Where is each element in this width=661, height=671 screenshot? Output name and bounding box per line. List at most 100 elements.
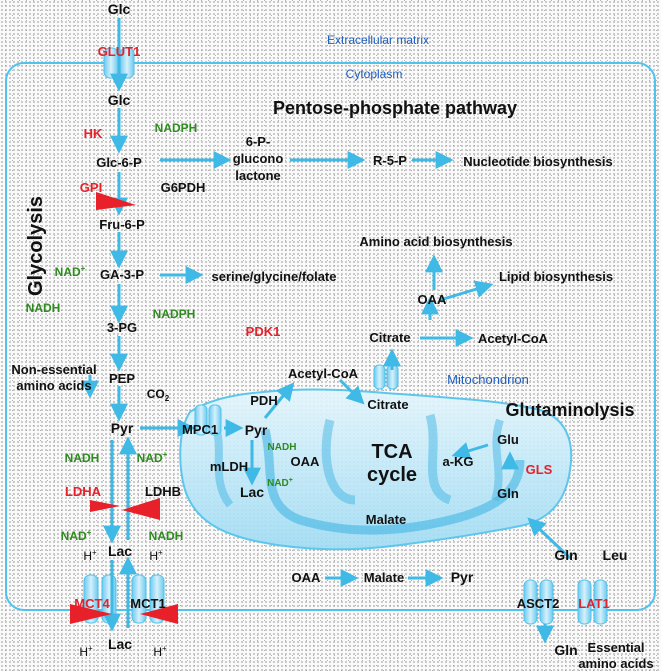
cofactor-nad-glycolysis-text: NAD <box>55 265 81 279</box>
metabolite-glc: Glc <box>108 92 131 108</box>
cofactor-nadph-serine: NADPH <box>153 307 196 321</box>
proton-right-extra-h: H <box>153 645 162 659</box>
cofactor-nadh-ldhb: NADH <box>149 529 184 543</box>
metabolite-lac: Lac <box>108 543 132 559</box>
metabolite-malate-mito: Malate <box>366 512 406 527</box>
metabolite-co2: CO2 <box>147 387 170 403</box>
metabolite-6p-line3: lactone <box>235 168 281 183</box>
metabolite-fru-6-p: Fru-6-P <box>99 217 145 232</box>
cofactor-nadh-ldha: NADH <box>65 451 100 465</box>
inhibitor-wedges <box>70 192 178 624</box>
metabolite-r-5-p: R-5-P <box>373 153 407 168</box>
cofactor-nadh-mito: NADH <box>268 442 297 453</box>
co2-main: CO <box>147 387 165 401</box>
co2-subscript: 2 <box>165 394 170 403</box>
cofactor-nad-ldha-text: NAD <box>61 529 87 543</box>
enzyme-mct1: MCT1 <box>130 596 165 611</box>
enzyme-gls: GLS <box>526 462 553 477</box>
citrate-transporter <box>373 364 399 390</box>
metabolite-glc-6-p: Glc-6-P <box>96 155 142 170</box>
metabolite-leu: Leu <box>603 547 628 563</box>
metabolite-oaa-mito: OAA <box>291 454 321 469</box>
cofactor-nad-glycolysis-plus: + <box>81 264 86 273</box>
cofactor-nad-ldhb-plus: + <box>163 450 168 459</box>
output-nonessential-line2: amino acids <box>16 378 91 393</box>
proton-right-extra-plus: + <box>162 644 167 653</box>
cofactor-nad-ldha: NAD+ <box>61 528 92 543</box>
cofactor-nad-mito-text: NAD <box>267 478 289 489</box>
cofactor-nad-ldha-plus: + <box>87 528 92 537</box>
metabolite-3-pg: 3-PG <box>107 320 137 335</box>
proton-left-extra: H+ <box>79 644 93 659</box>
output-amino-acid: Amino acid biosynthesis <box>359 234 512 249</box>
enzyme-ldhb: LDHB <box>145 484 181 499</box>
metabolite-glu: Glu <box>497 432 519 447</box>
tca-label-line2: cycle <box>367 464 417 486</box>
proton-left-cyto-plus: + <box>92 548 97 557</box>
cofactor-nad-mito: NAD+ <box>267 477 293 489</box>
lat1-transporter <box>577 579 608 625</box>
proton-left-cyto: H+ <box>83 548 97 563</box>
cofactor-nad-glycolysis: NAD+ <box>55 264 86 279</box>
tca-label-line1: TCA <box>371 441 412 463</box>
enzyme-asct2: ASCT2 <box>517 596 560 611</box>
region-cytoplasm: Cytoplasm <box>346 67 403 81</box>
metabolite-pyr: Pyr <box>111 420 134 436</box>
enzyme-glut1: GLUT1 <box>98 44 141 59</box>
enzyme-mct4: MCT4 <box>74 596 110 611</box>
proton-right-cyto: H+ <box>149 548 163 563</box>
flux-arrows <box>81 18 572 644</box>
metabolite-gln-cyto: Gln <box>554 547 577 563</box>
metabolite-glc-extracellular: Glc <box>108 1 131 17</box>
proton-left-extra-plus: + <box>88 644 93 653</box>
cell-membrane <box>5 62 656 611</box>
metabolite-malate-bottom: Malate <box>364 570 404 585</box>
enzyme-gpi: GPI <box>80 180 102 195</box>
enzyme-lat1: LAT1 <box>578 596 610 611</box>
proton-left-extra-h: H <box>79 645 88 659</box>
proton-right-cyto-plus: + <box>158 548 163 557</box>
enzyme-ldha: LDHA <box>65 484 102 499</box>
output-nonessential-line1: Non-essential <box>11 362 96 377</box>
region-extracellular: Extracellular matrix <box>327 33 429 47</box>
proton-left-cyto-h: H <box>83 549 92 563</box>
enzyme-mpc1: MPC1 <box>182 422 218 437</box>
enzyme-g6pdh: G6PDH <box>161 180 206 195</box>
mitochondrion <box>179 388 573 551</box>
pathway-ppp: Pentose-phosphate pathway <box>273 98 517 118</box>
metabolite-pyr-bottom: Pyr <box>451 569 474 585</box>
metabolite-acetyl-coa-mito: Acetyl-CoA <box>288 366 359 381</box>
proton-right-extra: H+ <box>153 644 167 659</box>
metabolite-serine: serine/glycine/folate <box>212 269 337 284</box>
enzyme-pdh: PDH <box>250 393 277 408</box>
metabolite-ga-3-p: GA-3-P <box>100 267 144 282</box>
metabolite-gln-extracellular: Gln <box>554 642 577 658</box>
metabolite-oaa-bottom: OAA <box>292 570 322 585</box>
cofactor-nad-ldhb-text: NAD <box>137 451 163 465</box>
proton-right-cyto-h: H <box>149 549 158 563</box>
cofactor-nadh-glycolysis: NADH <box>26 301 61 315</box>
cofactor-nad-ldhb: NAD+ <box>137 450 168 465</box>
pathway-glutaminolysis: Glutaminolysis <box>505 400 634 420</box>
metabolite-6p-line2: glucono <box>233 151 284 166</box>
enzyme-hk: HK <box>84 126 103 141</box>
output-essential-line1: Essential <box>587 640 644 655</box>
metabolite-lac-extracellular: Lac <box>108 636 132 652</box>
metabolite-citrate-cyto: Citrate <box>369 330 410 345</box>
metabolite-lac-mito: Lac <box>240 484 264 500</box>
metabolite-pep: PEP <box>109 371 135 386</box>
enzyme-pdk1: PDK1 <box>246 324 281 339</box>
metabolite-pyr-mito: Pyr <box>245 422 268 438</box>
metabolite-citrate-mito: Citrate <box>367 397 408 412</box>
output-nucleotide: Nucleotide biosynthesis <box>463 154 613 169</box>
region-mitochondrion: Mitochondrion <box>447 372 529 387</box>
metabolite-oaa-cyto: OAA <box>418 292 448 307</box>
enzyme-mldh: mLDH <box>210 459 248 474</box>
output-lipid: Lipid biosynthesis <box>499 269 613 284</box>
metabolite-gln-mito: Gln <box>497 486 519 501</box>
cofactor-nad-mito-plus: + <box>289 477 293 484</box>
metabolite-akg: a-KG <box>442 454 473 469</box>
metabolite-acetyl-coa-cyto: Acetyl-CoA <box>478 331 549 346</box>
